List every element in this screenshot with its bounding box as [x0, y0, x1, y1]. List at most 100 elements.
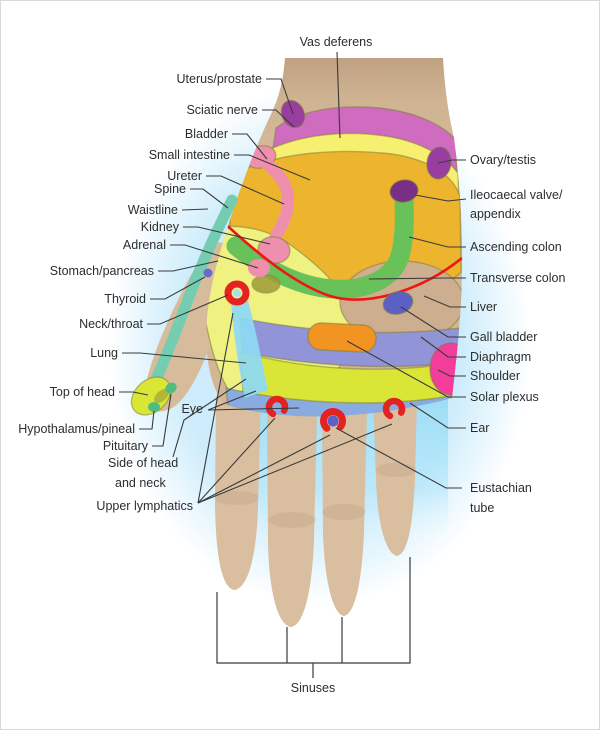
label-ascending-colon: Ascending colon [470, 240, 562, 254]
leader-transverse-colon [368, 277, 466, 280]
label-side-of-head-line1: Side of head [108, 456, 178, 470]
label-side-of-head-line2: and neck [115, 476, 166, 490]
label-top-of-head: Top of head [50, 385, 115, 399]
zone-ureter [256, 154, 295, 244]
label-ileocaecal-line2: appendix [470, 207, 521, 221]
point-neck-throat [224, 280, 250, 306]
label-eye: Eye [181, 402, 203, 416]
leader-adrenal [170, 244, 259, 269]
finger-shading [268, 512, 316, 528]
leader-lines [119, 51, 467, 504]
zone-gall-bladder [382, 290, 414, 316]
zone-hypothalamus-pineal [148, 402, 160, 412]
finger-ring [322, 411, 367, 616]
point-eye [265, 395, 289, 419]
leader-spine [190, 188, 229, 209]
label-hypothalamus-pineal: Hypothalamus/pineal [18, 422, 135, 436]
leader-upper-lymphatics-3 [197, 434, 331, 504]
leader-vas-deferens [336, 51, 341, 139]
leader-ureter [206, 175, 285, 205]
label-ear: Ear [470, 421, 489, 435]
label-liver: Liver [470, 300, 497, 314]
leader-stomach-pancreas [158, 260, 219, 272]
leader-solar-plexus [346, 340, 466, 398]
leader-liver [423, 295, 466, 308]
label-bladder: Bladder [185, 127, 228, 141]
zone-side-of-head-neck [231, 297, 268, 398]
label-vas-deferens: Vas deferens [300, 35, 373, 49]
finger-shading [215, 491, 259, 505]
label-ovary-testis: Ovary/testis [470, 153, 536, 167]
leader-neck-throat [147, 294, 229, 325]
label-diaphragm: Diaphragm [470, 350, 531, 364]
thumb [144, 242, 234, 412]
leader-pituitary [152, 393, 172, 447]
leader-upper-lymphatics-2 [197, 417, 276, 504]
label-upper-lymphatics: Upper lymphatics [96, 499, 193, 513]
leader-uterus-prostate [266, 78, 294, 115]
zone-waistline [206, 205, 463, 301]
leader-ovary-testis [437, 159, 466, 164]
label-spine: Spine [154, 182, 186, 196]
leader-upper-lymphatics-4 [197, 423, 393, 504]
zone-top-of-head-cap [130, 376, 172, 416]
label-sciatic-nerve: Sciatic nerve [186, 103, 258, 117]
point-neck-throat-center [233, 289, 241, 297]
leader-thyroid [150, 276, 206, 300]
finger-pinky [373, 400, 417, 556]
label-pituitary: Pituitary [103, 439, 149, 453]
zone-spine [144, 194, 238, 398]
label-waistline: Waistline [128, 203, 178, 217]
zone-solar-plexus [307, 322, 377, 353]
leader-gall-bladder [400, 306, 466, 338]
leader-small-intestine [234, 154, 311, 181]
label-ureter: Ureter [167, 169, 202, 183]
zone-ileocaecal-valve [389, 179, 419, 203]
leader-upper-lymphatics-1 [197, 312, 234, 504]
leader-kidney [183, 226, 271, 245]
leader-hypothalamus-pineal [139, 410, 155, 430]
leader-eye-2 [207, 407, 300, 411]
label-thyroid: Thyroid [104, 292, 146, 306]
label-shoulder: Shoulder [470, 369, 520, 383]
finger-shading [376, 463, 416, 477]
zone-thyroid [203, 268, 213, 278]
label-sinuses: Sinuses [291, 681, 335, 695]
zone-adrenal [251, 274, 281, 294]
leader-shoulder [437, 369, 466, 377]
label-small-intestine: Small intestine [149, 148, 230, 162]
label-gall-bladder: Gall bladder [470, 330, 537, 344]
label-kidney: Kidney [141, 220, 180, 234]
label-uterus-prostate: Uterus/prostate [177, 72, 263, 86]
label-transverse-colon: Transverse colon [470, 271, 565, 285]
label-eustachian-line2: tube [470, 501, 494, 515]
label-stomach-pancreas: Stomach/pancreas [50, 264, 154, 278]
leader-eustachian [335, 427, 462, 489]
zone-kidney-lobe [248, 259, 270, 277]
leader-side-of-head [172, 378, 247, 458]
label-solar-plexus: Solar plexus [470, 390, 539, 404]
point-eustachian-center [327, 415, 339, 427]
label-lung: Lung [90, 346, 118, 360]
labels: Vas deferens Uterus/prostate Sciatic ner… [18, 35, 565, 695]
leader-ascending-colon [408, 236, 466, 248]
leader-lung [122, 352, 247, 364]
point-ear [382, 397, 406, 421]
finger-middle [267, 410, 317, 627]
finger-index [215, 396, 261, 590]
label-adrenal: Adrenal [123, 238, 166, 252]
label-eustachian-line1: Eustachian [470, 481, 532, 495]
leader-diaphragm [420, 336, 466, 358]
finger-shading [322, 504, 366, 520]
zone-pituitary [165, 382, 177, 394]
sinuses-bracket [216, 557, 411, 678]
zone-colon [226, 189, 414, 299]
leader-waistline [181, 208, 209, 211]
leader-top-of-head [119, 391, 149, 396]
point-eustachian [320, 408, 346, 434]
leader-bladder [232, 133, 268, 160]
leader-ear [409, 402, 466, 429]
label-neck-throat: Neck/throat [79, 317, 143, 331]
